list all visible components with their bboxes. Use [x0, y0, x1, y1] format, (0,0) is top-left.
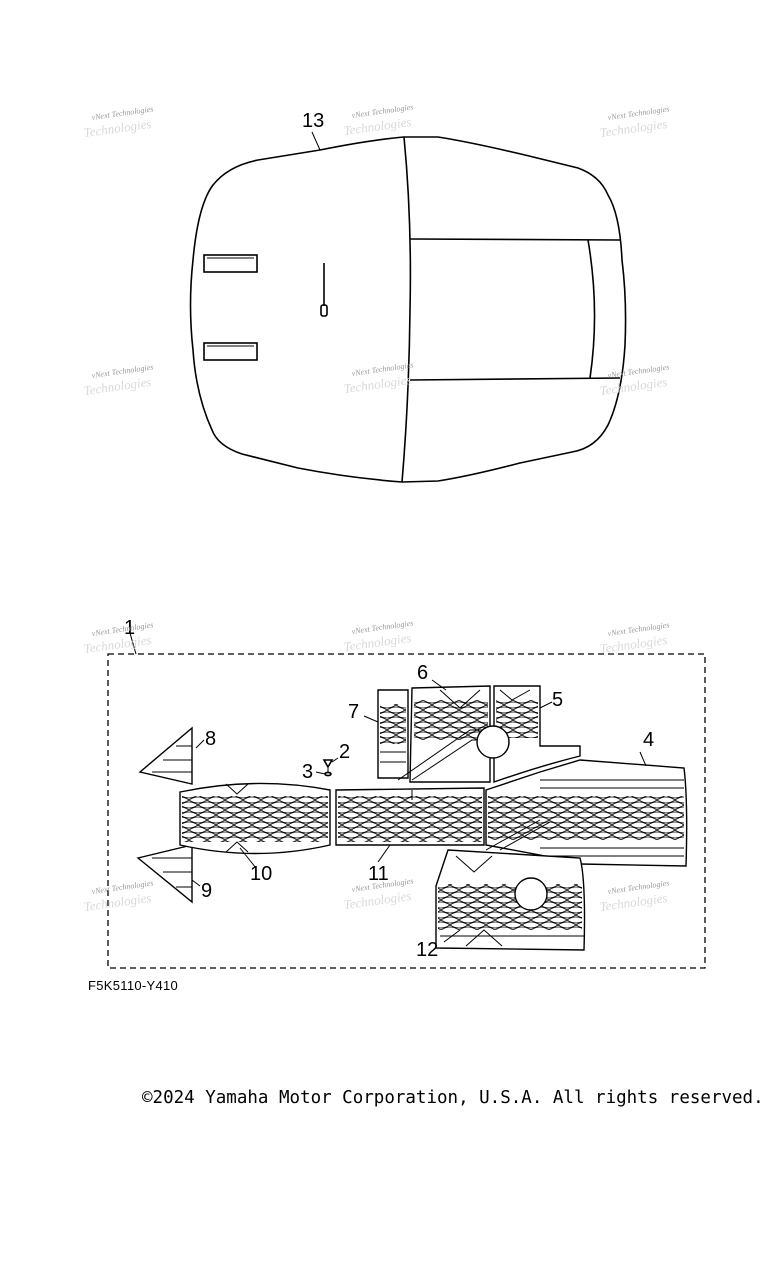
mat-part-5: 5 [476, 685, 581, 783]
seat-slot-lower [203, 342, 258, 361]
callout-10: 10 [250, 863, 272, 885]
seat-rear-panel [409, 238, 621, 381]
seat-assembly: 13 [189, 110, 627, 483]
callout-2: 2 [339, 741, 350, 763]
mat-set-assembly: 1 8 9 10 [107, 617, 706, 969]
fastener-parts: 2 3 [302, 741, 350, 783]
mat-part-7: 7 [348, 689, 409, 779]
seat-strap-clip [320, 304, 328, 317]
mat-part-11: 11 [335, 787, 485, 885]
callout-12: 12 [416, 939, 438, 961]
callout-7: 7 [348, 701, 359, 723]
mat-part-6: 6 [397, 662, 491, 783]
mat-part-9: 9 [136, 844, 212, 904]
callout-13: 13 [302, 110, 324, 132]
seat-center-seam [401, 136, 412, 483]
callout-11: 11 [368, 863, 389, 885]
mat-set-boundary [107, 653, 706, 969]
mat-part-8: 8 [138, 726, 216, 785]
mat-part-12: 12 [416, 819, 586, 961]
callout-8: 8 [205, 728, 216, 750]
seat-slot-upper [203, 254, 258, 273]
copyright-notice: ©2024 Yamaha Motor Corporation, U.S.A. A… [142, 1088, 764, 1108]
callout-9: 9 [201, 880, 212, 902]
callout-4: 4 [643, 729, 654, 751]
parts-diagram: 13 1 8 9 1 [83, 102, 706, 969]
callout-6: 6 [417, 662, 428, 684]
callout-1: 1 [124, 617, 135, 639]
callout-3: 3 [302, 761, 313, 783]
callout-5: 5 [552, 689, 563, 711]
diagram-part-code: F5K5110-Y410 [88, 978, 179, 993]
seat-outline [189, 136, 627, 483]
mat-part-4: 4 [485, 729, 688, 867]
mat-part-10: 10 [179, 782, 331, 885]
